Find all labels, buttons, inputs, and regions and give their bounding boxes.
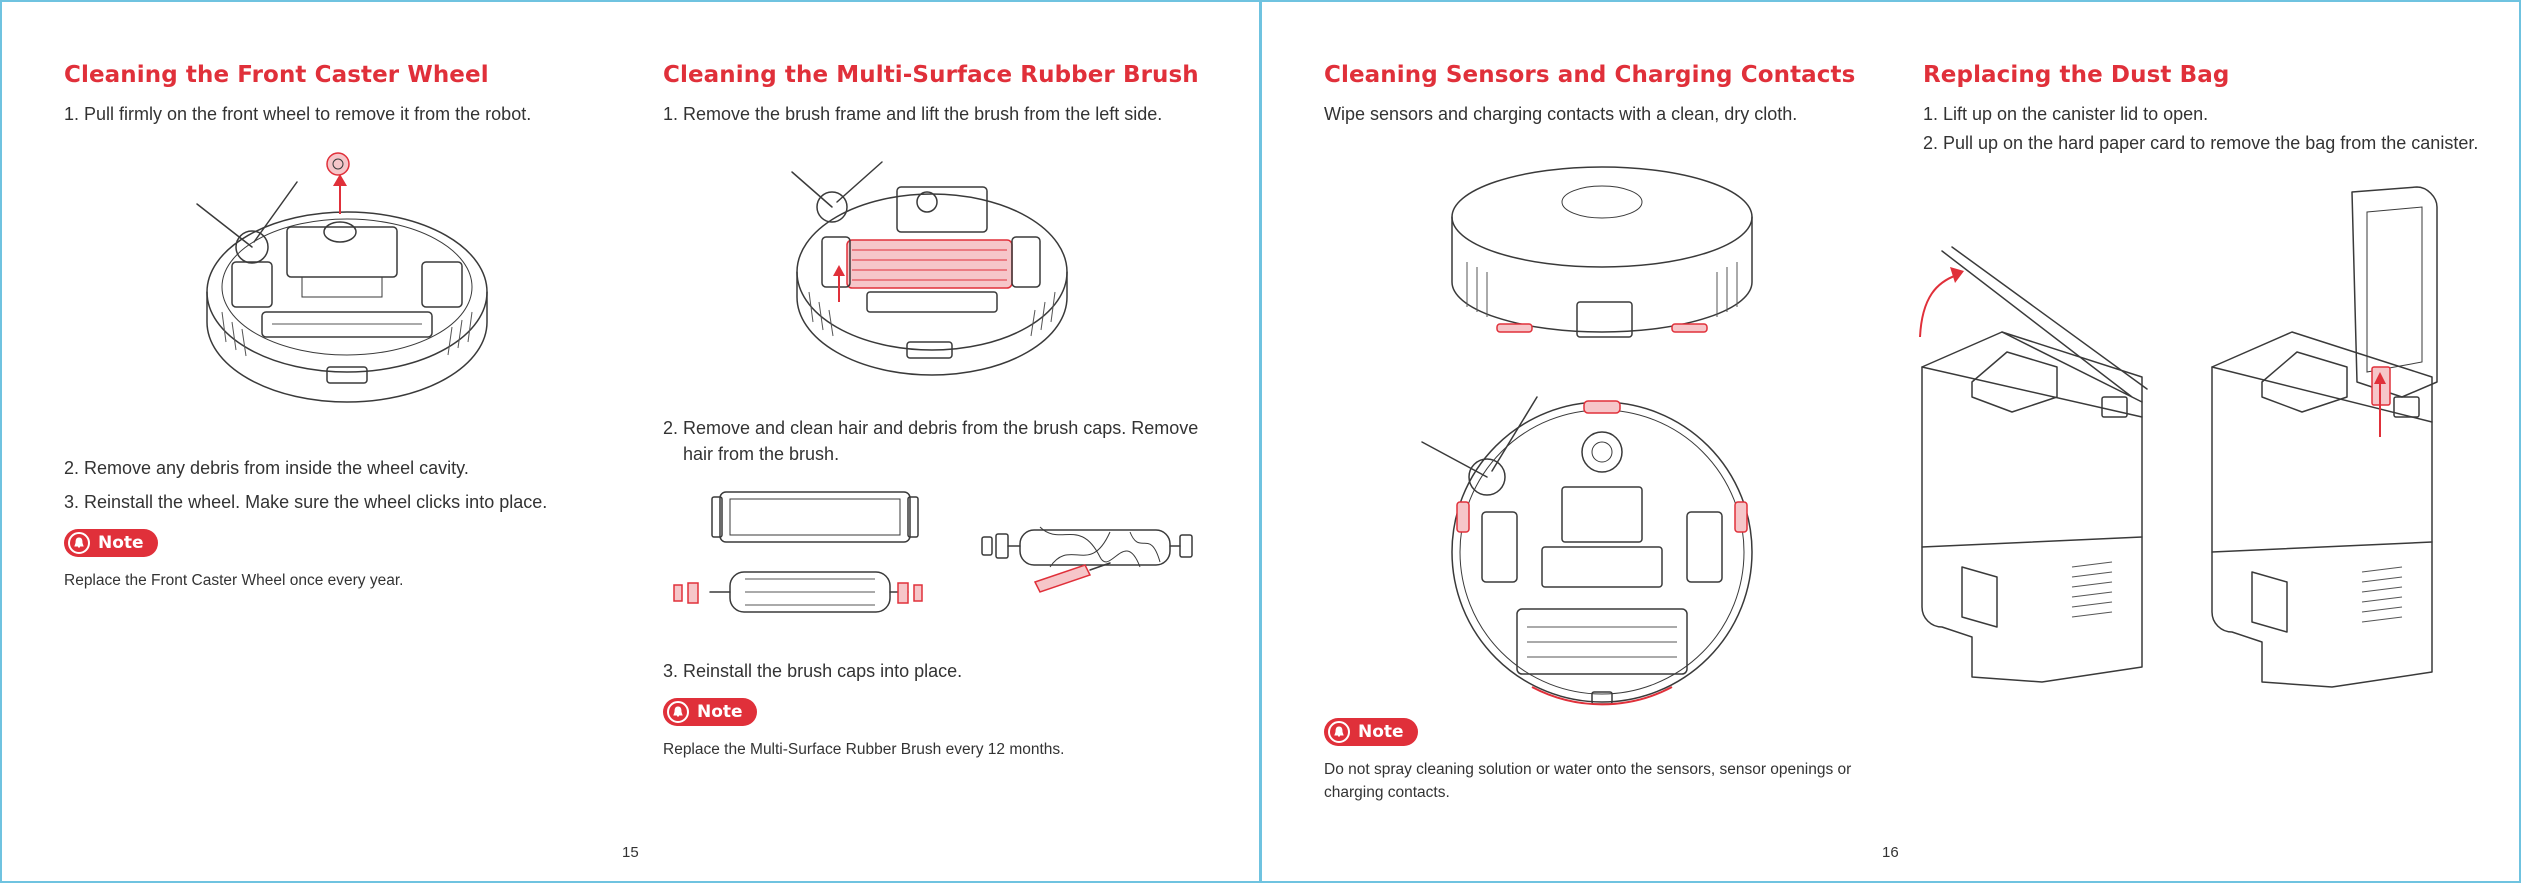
note-text: Replace the Multi-Surface Rubber Brush e… — [663, 741, 1065, 758]
section-front-caster-wheel: Cleaning the Front Caster Wheel 1. Pull … — [64, 62, 604, 127]
section-dust-bag: Replacing the Dust Bag 1. Lift up on the… — [1923, 62, 2483, 156]
page-number: 16 — [1882, 844, 1899, 861]
bell-icon — [667, 701, 689, 723]
manual-page-16: Cleaning Sensors and Charging Contacts W… — [1260, 0, 2521, 883]
step-2: 2. Remove and clean hair and debris from… — [663, 418, 1199, 464]
section-sensors-contacts: Cleaning Sensors and Charging Contacts W… — [1324, 62, 1884, 127]
section-front-caster-wheel-cont: 2. Remove any debris from inside the whe… — [64, 455, 604, 592]
step-2: 2. Remove any debris from inside the whe… — [64, 458, 469, 478]
section-title: Cleaning Sensors and Charging Contacts — [1324, 62, 1856, 88]
step-2: 2. Pull up on the hard paper card to rem… — [1923, 133, 2479, 153]
section-rubber-brush-cont: 3. Reinstall the brush caps into place. … — [663, 658, 1213, 761]
dock-remove-bag-illustration — [2211, 186, 2438, 688]
step-1: 1. Pull firmly on the front wheel to rem… — [64, 104, 532, 124]
brush-caps-illustration — [673, 491, 1193, 613]
note-badge: Note — [663, 698, 757, 726]
robot-brush-frame-illustration — [791, 161, 1068, 376]
section-rubber-brush: Cleaning the Multi-Surface Rubber Brush … — [663, 62, 1223, 127]
step-1: Wipe sensors and charging contacts with … — [1324, 104, 1798, 124]
note-text: Replace the Front Caster Wheel once ever… — [64, 572, 404, 589]
robot-top-illustration — [1451, 166, 1753, 338]
step-3: 3. Reinstall the wheel. Make sure the wh… — [64, 492, 548, 512]
section-sensors-note: Note Do not spray cleaning solution or w… — [1324, 718, 1884, 804]
bell-icon — [68, 532, 90, 554]
step-1: 1. Remove the brush frame and lift the b… — [663, 104, 1163, 124]
note-badge: Note — [64, 529, 158, 557]
section-title: Cleaning the Front Caster Wheel — [64, 62, 489, 88]
bell-icon — [1328, 721, 1350, 743]
robot-bottom-sensors-illustration — [1421, 396, 1753, 706]
section-rubber-brush-step2: 2. Remove and clean hair and debris from… — [663, 415, 1213, 467]
dock-lid-open-illustration — [1919, 246, 2148, 683]
section-title: Replacing the Dust Bag — [1923, 62, 2230, 88]
section-title: Cleaning the Multi-Surface Rubber Brush — [663, 62, 1199, 88]
page-number: 15 — [622, 844, 639, 861]
manual-page-15: Cleaning the Front Caster Wheel 1. Pull … — [0, 0, 1261, 883]
step-3: 3. Reinstall the brush caps into place. — [663, 661, 963, 681]
note-text: Do not spray cleaning solution or water … — [1324, 761, 1852, 801]
robot-bottom-wheel-illustration — [196, 152, 488, 403]
step-1: 1. Lift up on the canister lid to open. — [1923, 104, 2209, 124]
note-badge: Note — [1324, 718, 1418, 746]
